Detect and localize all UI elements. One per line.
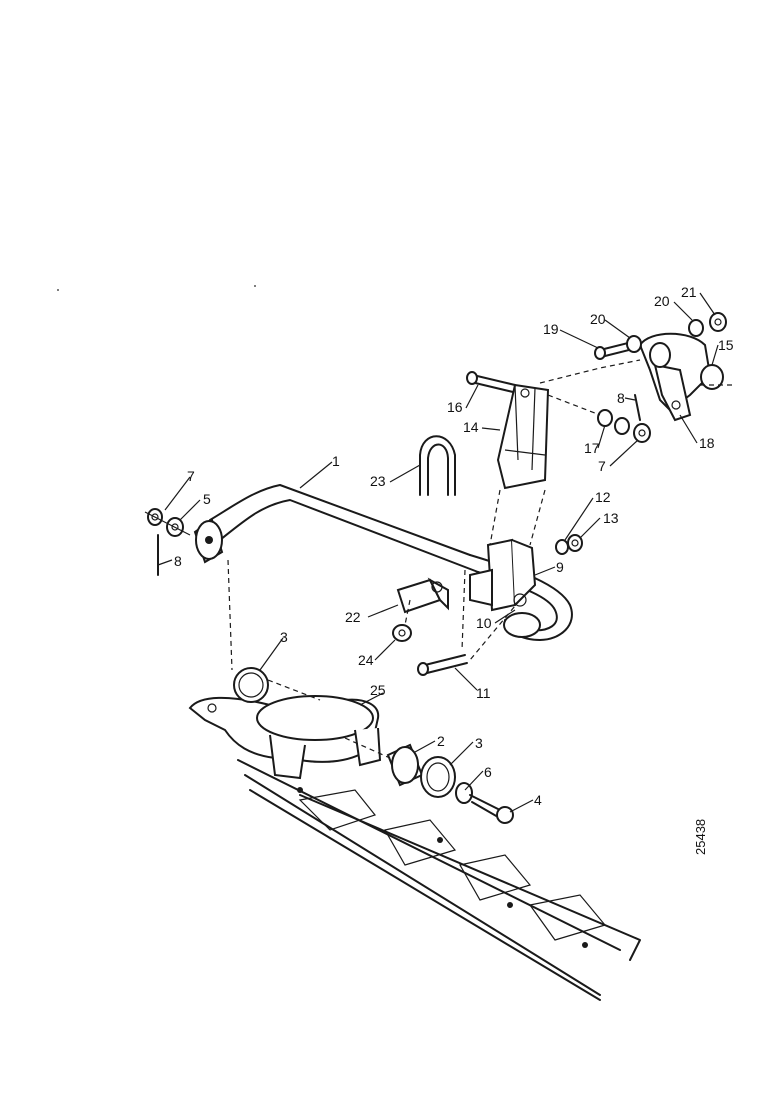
washers-20-21 bbox=[626, 312, 727, 353]
callout-1: 1 bbox=[332, 453, 340, 469]
clamp-block-22 bbox=[396, 577, 449, 614]
callout-4: 4 bbox=[534, 792, 542, 808]
callout-3-right: 3 bbox=[475, 735, 483, 751]
callout-8-right: 8 bbox=[617, 390, 625, 406]
callout-23: 23 bbox=[370, 473, 386, 489]
callout-15: 15 bbox=[718, 337, 734, 353]
fasteners-right bbox=[597, 394, 651, 443]
callout-18: 18 bbox=[699, 435, 715, 451]
callout-7-right: 7 bbox=[598, 458, 606, 474]
callout-14: 14 bbox=[463, 419, 479, 435]
callout-19: 19 bbox=[543, 321, 559, 337]
left-end-washer-nut bbox=[144, 508, 191, 576]
bushing-left bbox=[193, 518, 224, 564]
link-arm-14 bbox=[496, 383, 550, 490]
callout-6: 6 bbox=[484, 764, 492, 780]
callout-20-left: 20 bbox=[590, 311, 606, 327]
assembly-lines bbox=[227, 359, 735, 759]
callout-17: 17 bbox=[584, 440, 600, 456]
washers-12-13 bbox=[555, 534, 583, 555]
callout-11: 11 bbox=[476, 685, 491, 701]
callout-5: 5 bbox=[203, 491, 211, 507]
callout-7-left: 7 bbox=[187, 468, 195, 484]
bar-bracket-9 bbox=[469, 538, 537, 612]
callout-9: 9 bbox=[556, 559, 564, 575]
callout-25: 25 bbox=[370, 682, 386, 698]
bushing-and-bolt-front bbox=[386, 743, 514, 824]
figure-reference-number: 25438 bbox=[693, 819, 708, 855]
callout-20-right: 20 bbox=[654, 293, 670, 309]
callout-2: 2 bbox=[437, 733, 445, 749]
bolt-16 bbox=[466, 371, 516, 393]
callout-8-left: 8 bbox=[174, 553, 182, 569]
nut-24 bbox=[392, 624, 412, 642]
callout-10: 10 bbox=[476, 615, 492, 631]
mounting-bracket-25 bbox=[188, 695, 382, 780]
frame-rail bbox=[237, 759, 641, 1001]
callout-22: 22 bbox=[345, 609, 361, 625]
bolt-11 bbox=[417, 654, 468, 676]
callout-16: 16 bbox=[447, 399, 463, 415]
ring-left bbox=[233, 667, 269, 703]
callout-21: 21 bbox=[681, 284, 697, 300]
callout-12: 12 bbox=[595, 489, 611, 505]
callout-13: 13 bbox=[603, 510, 619, 526]
callout-3-left: 3 bbox=[280, 629, 288, 645]
u-bolt-23 bbox=[419, 435, 456, 496]
callout-labels: 1 7 5 8 3 25 2 3 6 4 23 22 24 11 10 9 12… bbox=[174, 284, 734, 808]
callout-24: 24 bbox=[358, 652, 374, 668]
leader-lines bbox=[157, 292, 719, 813]
upper-bracket-15 bbox=[638, 332, 724, 422]
